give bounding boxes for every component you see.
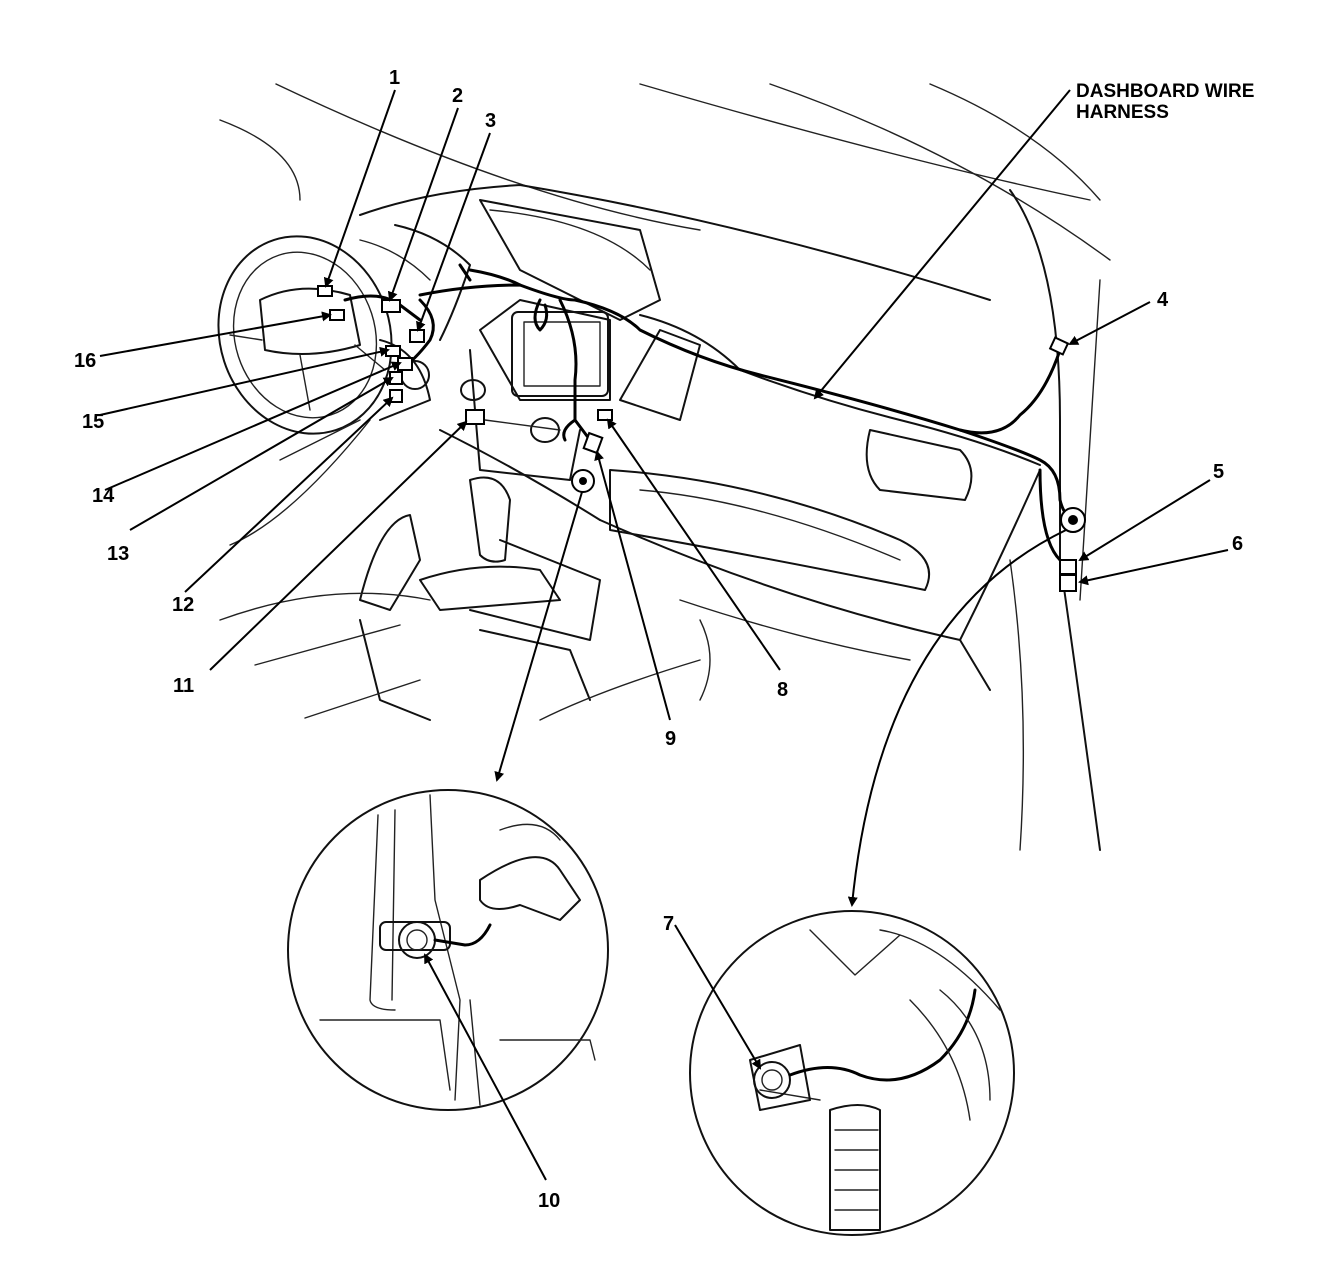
- interior-line-art: [217, 83, 1111, 851]
- detail-view-left: [287, 789, 609, 1111]
- connector-12: [389, 389, 403, 403]
- harness-label: DASHBOARD WIRE HARNESS: [1076, 81, 1254, 123]
- callout-numbers: 1 2 3 4 5 6 7 8 9 10 11 12 13 14 15 16: [74, 67, 1243, 1212]
- callout-4: 4: [1157, 289, 1169, 311]
- connector-9: [582, 431, 604, 455]
- callout-13: 13: [107, 543, 129, 565]
- connector-5: [1059, 559, 1077, 575]
- connector-11: [465, 409, 485, 425]
- connector-4: [1048, 336, 1070, 356]
- callout-7: 7: [663, 913, 674, 935]
- callout-14: 14: [92, 485, 115, 507]
- callout-1: 1: [389, 67, 400, 89]
- connector-1: [317, 285, 333, 297]
- callout-15: 15: [82, 411, 104, 433]
- connector-3: [409, 329, 425, 343]
- callout-5: 5: [1213, 461, 1224, 483]
- callout-3: 3: [485, 110, 496, 132]
- leader-lines: [99, 89, 1229, 1181]
- detail-view-right: [689, 910, 1015, 1236]
- callout-16: 16: [74, 350, 96, 372]
- callout-2: 2: [452, 85, 463, 107]
- connector-8: [597, 409, 613, 421]
- harness-label-line1: DASHBOARD WIRE: [1076, 81, 1254, 102]
- connector-6: [1059, 574, 1077, 592]
- callout-11: 11: [173, 675, 194, 697]
- callout-10: 10: [538, 1190, 560, 1212]
- connector-2: [381, 299, 401, 313]
- harness-label-line2: HARNESS: [1076, 102, 1169, 123]
- callout-12: 12: [172, 594, 194, 616]
- callout-6: 6: [1232, 533, 1243, 555]
- callout-8: 8: [777, 679, 788, 701]
- dashboard-wire-harness: [343, 263, 1077, 572]
- connector-16: [329, 309, 345, 321]
- callout-9: 9: [665, 728, 676, 750]
